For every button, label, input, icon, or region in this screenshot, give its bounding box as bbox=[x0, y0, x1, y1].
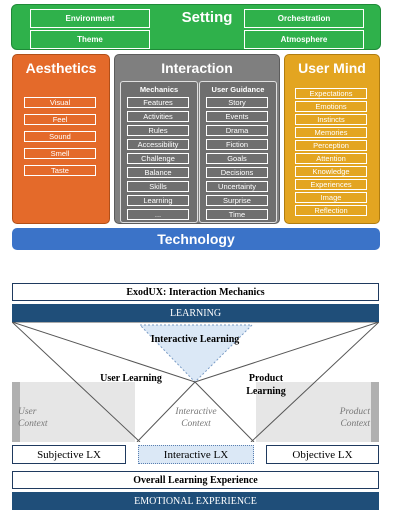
user-mind-item: Memories bbox=[295, 127, 367, 138]
diag-left-upper bbox=[12, 322, 196, 383]
guidance-item: Decisions bbox=[206, 167, 268, 178]
aesthetics-item: Smell bbox=[24, 148, 96, 159]
right-edge-band bbox=[371, 364, 379, 442]
setting-title: Setting bbox=[181, 9, 233, 26]
mechanics-item: Features bbox=[127, 97, 189, 108]
interactive-context-label: Interactive Context bbox=[175, 407, 217, 429]
interaction-panel: Interaction Mechanics Features Activitie… bbox=[114, 54, 280, 224]
interactive-learning-triangle bbox=[138, 324, 254, 383]
user-mind-item: Instincts bbox=[295, 114, 367, 125]
interaction-title: Interaction bbox=[161, 60, 233, 76]
user-mind-item: Expectations bbox=[295, 88, 367, 99]
user-mind-item: Image bbox=[295, 192, 367, 203]
mechanics-panel: Mechanics Features Activities Rules Acce… bbox=[120, 81, 198, 223]
guidance-item: Uncertainty bbox=[206, 181, 268, 192]
aesthetics-item: Taste bbox=[24, 165, 96, 176]
mechanics-item: Learning bbox=[127, 195, 189, 206]
product-context-label: Product Context bbox=[339, 407, 370, 429]
setting-item-environment: Environment bbox=[30, 9, 150, 28]
user-mind-item: Attention bbox=[295, 153, 367, 164]
aesthetics-item: Feel bbox=[24, 114, 96, 125]
left-edge-band bbox=[12, 364, 20, 442]
setting-item-atmosphere: Atmosphere bbox=[244, 30, 364, 49]
guidance-item: Time bbox=[206, 209, 268, 220]
user-guidance-title: User Guidance bbox=[211, 85, 265, 94]
mechanics-item: Skills bbox=[127, 181, 189, 192]
user-mind-panel: User Mind Expectations Emotions Instinct… bbox=[284, 54, 380, 224]
mechanics-title: Mechanics bbox=[139, 85, 179, 94]
aesthetics-title: Aesthetics bbox=[25, 60, 97, 76]
setting-panel: Environment Theme Setting Orchestration … bbox=[11, 4, 381, 50]
setting-item-theme: Theme bbox=[30, 30, 150, 49]
model-header: ExodUX: Interaction Mechanics bbox=[12, 283, 379, 301]
mechanics-item: Balance bbox=[127, 167, 189, 178]
setting-item-orchestration: Orchestration bbox=[244, 9, 364, 28]
diag-right-upper bbox=[194, 322, 379, 383]
mechanics-item: Activities bbox=[127, 111, 189, 122]
user-mind-title: User Mind bbox=[298, 60, 366, 76]
product-learning-label: Product Learning bbox=[246, 373, 286, 397]
learning-diagram bbox=[12, 322, 379, 442]
overall-learning-box: Overall Learning Experience bbox=[12, 471, 379, 489]
guidance-item: Goals bbox=[206, 153, 268, 164]
mechanics-item: Rules bbox=[127, 125, 189, 136]
user-context-label: User Context bbox=[18, 407, 48, 429]
objective-lx-box: Objective LX bbox=[266, 445, 379, 464]
aesthetics-item: Visual bbox=[24, 97, 96, 108]
mechanics-item: Challenge bbox=[127, 153, 189, 164]
guidance-item: Fiction bbox=[206, 139, 268, 150]
guidance-item: Story bbox=[206, 97, 268, 108]
user-mind-item: Reflection bbox=[295, 205, 367, 216]
subjective-lx-box: Subjective LX bbox=[12, 445, 126, 464]
user-learning-label: User Learning bbox=[100, 373, 162, 384]
user-mind-item: Perception bbox=[295, 140, 367, 151]
diag-right-outer bbox=[250, 322, 379, 442]
aesthetics-panel: Aesthetics Visual Feel Sound Smell Taste bbox=[12, 54, 110, 224]
interactive-lx-box: Interactive LX bbox=[138, 445, 254, 464]
mechanics-item: ... bbox=[127, 209, 189, 220]
learning-bar: LEARNING bbox=[12, 304, 379, 322]
guidance-item: Surprise bbox=[206, 195, 268, 206]
user-guidance-panel: User Guidance Story Events Drama Fiction… bbox=[199, 81, 277, 223]
aesthetics-item: Sound bbox=[24, 131, 96, 142]
mechanics-item: Accessibility bbox=[127, 139, 189, 150]
guidance-item: Drama bbox=[206, 125, 268, 136]
interactive-learning-label: Interactive Learning bbox=[150, 334, 240, 345]
diag-right-inner bbox=[194, 381, 255, 442]
user-mind-item: Emotions bbox=[295, 101, 367, 112]
technology-bar: Technology bbox=[12, 228, 380, 250]
diag-left-inner bbox=[136, 381, 196, 442]
user-mind-item: Experiences bbox=[295, 179, 367, 190]
user-mind-item: Knowledge bbox=[295, 166, 367, 177]
emotional-experience-bar: EMOTIONAL EXPERIENCE bbox=[12, 492, 379, 510]
diag-left-outer bbox=[12, 322, 141, 442]
guidance-item: Events bbox=[206, 111, 268, 122]
